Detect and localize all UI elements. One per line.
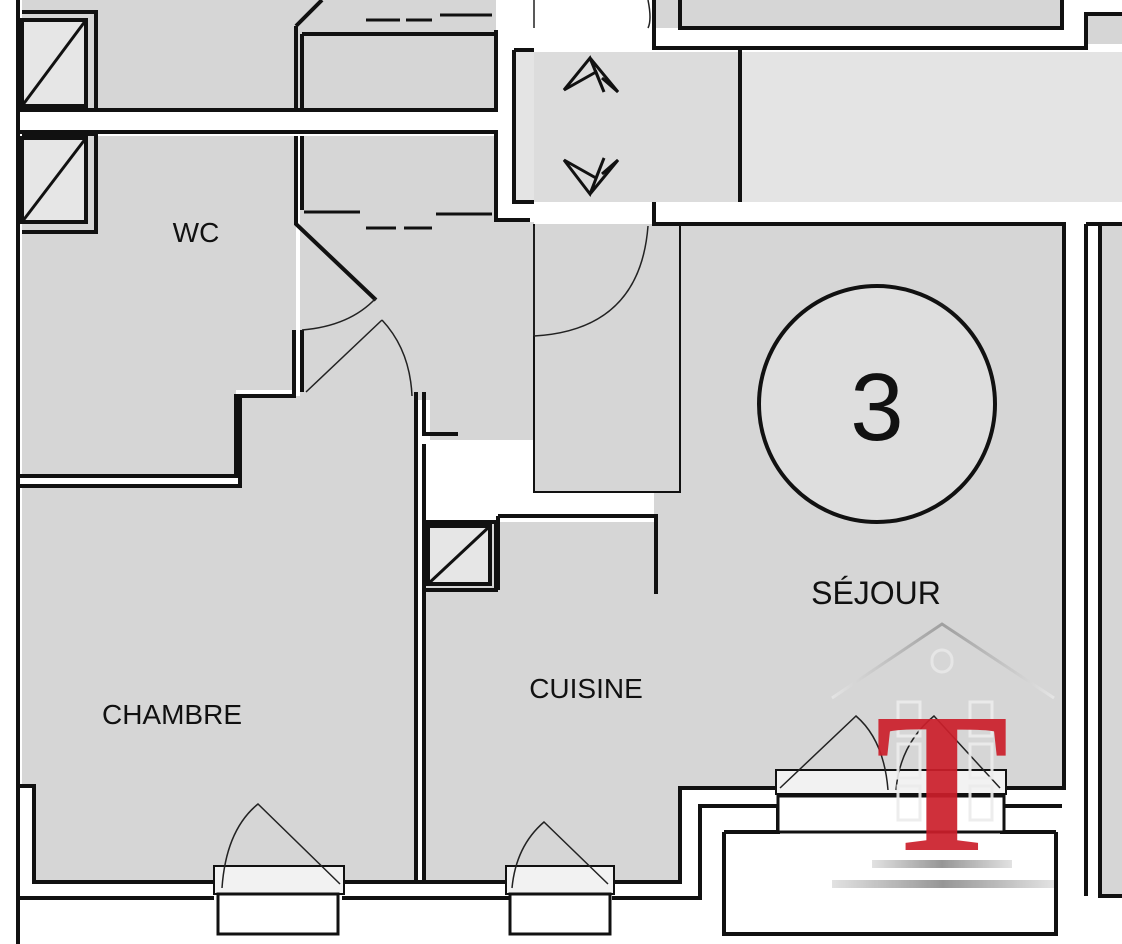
storage-cells [20,18,492,586]
arrow-up-icon [562,55,620,94]
floor-hall [300,136,680,492]
chambre-door-leaf [305,319,383,393]
top-door-swing [533,0,651,29]
logo-window-grid [896,700,994,822]
window-chambre [213,802,345,936]
floor-top-far-right [1086,14,1122,44]
chambre-door-swing [381,319,413,397]
dashed-door-wc [304,210,492,230]
room-label-chambre: CHAMBRE [102,699,242,730]
room-label-wc: WC [173,217,220,248]
room-label-cuisine: CUISINE [529,673,643,704]
apartment-number: 3 [850,354,903,461]
wc-door-swing [301,297,377,331]
logo-roof [831,622,1055,700]
logo-chimney [930,648,954,674]
landing-door-swing [533,225,649,337]
landing-arrows [562,55,620,198]
hall-doors [301,0,651,397]
windows [213,714,1007,936]
room-label-sejour: SÉJOUR [811,575,941,611]
logo-bar-bottom [832,880,1054,888]
walls [16,0,1122,944]
floor-top-right [654,0,1062,28]
floor-right-strip [1100,226,1122,896]
floor-cuisine [426,590,676,880]
agency-logo: T [831,622,1055,894]
logo-bar-top [872,860,1012,868]
logo-letter: T [875,673,1008,894]
floor-wc [22,136,296,476]
dashed-door-top [302,13,496,35]
floor-chambre [22,390,414,880]
window-sejour [775,714,1007,834]
floor-top-left [22,0,496,110]
apartment-number-badge: 3 [757,284,997,524]
arrow-down-icon [562,157,620,198]
window-cuisine [505,820,615,936]
floor-landing-core [534,52,740,202]
